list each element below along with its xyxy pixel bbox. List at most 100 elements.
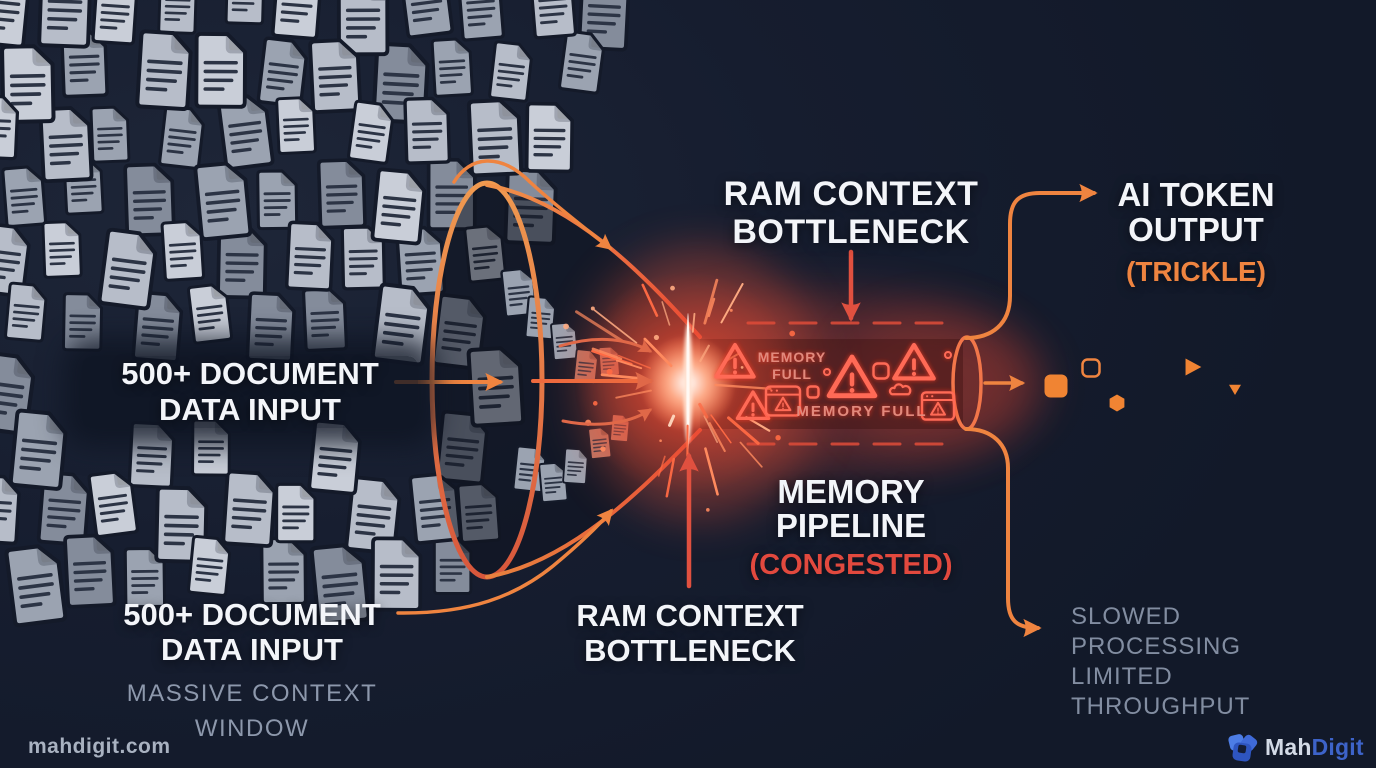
document-icon bbox=[370, 167, 428, 246]
watermark-url: mahdigit.com bbox=[28, 735, 171, 758]
warning-triangle-icon bbox=[892, 342, 936, 381]
document-icon bbox=[186, 534, 233, 598]
cloud-icon bbox=[888, 383, 912, 396]
document-icon bbox=[127, 420, 177, 490]
ram-bottleneck-top-line2: BOTTLENECK bbox=[732, 213, 970, 251]
ai-token-output-line1: AI TOKEN bbox=[1117, 176, 1275, 213]
ram-bottleneck-label-top: RAM CONTEXT BOTTLENECK bbox=[691, 175, 1011, 251]
circle-outline-icon bbox=[944, 351, 952, 359]
document-icon bbox=[245, 291, 297, 364]
memory-pipeline-line1: MEMORY bbox=[777, 473, 925, 510]
document-icon bbox=[562, 447, 590, 486]
document-icon bbox=[193, 159, 253, 242]
document-icon bbox=[307, 418, 364, 496]
document-icon bbox=[316, 157, 367, 230]
document-icon bbox=[135, 29, 194, 112]
document-icon bbox=[270, 0, 324, 41]
ram-bottleneck-label-bottom: RAM CONTEXT BOTTLENECK bbox=[530, 598, 850, 668]
token-triangle-down-icon bbox=[1229, 384, 1241, 395]
document-icon bbox=[308, 37, 363, 115]
document-icon bbox=[456, 0, 506, 42]
document-icon bbox=[256, 169, 299, 231]
memory-full-text: MEMORY bbox=[758, 349, 826, 365]
document-icon bbox=[89, 105, 131, 164]
memory-full-text: MEMORY FULL bbox=[796, 403, 927, 420]
doc-flow-arrow-lower bbox=[561, 408, 653, 426]
square-outline-icon bbox=[872, 362, 890, 380]
token-triangle-right-icon bbox=[1185, 358, 1202, 376]
spark-explosion bbox=[563, 271, 800, 512]
logo-text-mah: Mah bbox=[1265, 733, 1312, 760]
document-icon bbox=[430, 36, 475, 98]
input-label-bottom-line1: 500+ DOCUMENT bbox=[123, 597, 381, 632]
document-icon bbox=[157, 0, 198, 35]
document-icon bbox=[224, 0, 266, 26]
document-icon bbox=[275, 95, 318, 156]
document-icon bbox=[6, 544, 66, 626]
document-icon bbox=[398, 0, 455, 40]
document-icon bbox=[221, 469, 278, 549]
brand-logo: MahDigit bbox=[1226, 730, 1364, 764]
document-icon bbox=[259, 536, 308, 606]
limited-throughput-line2: LIMITED THROUGHPUT bbox=[1071, 663, 1251, 720]
memory-pipeline-label: MEMORY PIPELINE (CONGESTED) bbox=[701, 475, 1001, 582]
document-icon bbox=[0, 0, 32, 49]
document-icon bbox=[370, 282, 434, 367]
memory-pipeline-line2: PIPELINE bbox=[775, 507, 927, 544]
token-hexagon-filled-icon bbox=[1109, 394, 1125, 412]
document-icon bbox=[528, 0, 578, 40]
input-label-top-line2: DATA INPUT bbox=[159, 392, 341, 427]
token-square-outline-icon bbox=[1081, 358, 1101, 378]
document-icon bbox=[37, 0, 93, 49]
document-icon bbox=[284, 220, 336, 292]
document-icon bbox=[275, 482, 317, 544]
document-icon bbox=[41, 219, 83, 279]
ai-token-output-line2: OUTPUT bbox=[1128, 211, 1264, 248]
warning-triangle-icon bbox=[714, 343, 756, 379]
flow-arrows bbox=[394, 159, 1026, 615]
input-label-bottom-line2: DATA INPUT bbox=[161, 632, 343, 667]
ram-bottleneck-top-line1: RAM CONTEXT bbox=[723, 175, 979, 213]
browser-window-icon bbox=[764, 385, 802, 417]
curved-arrow-top bbox=[452, 159, 613, 251]
curved-arrow-bottom bbox=[396, 508, 614, 615]
memory-full-text: FULL bbox=[772, 366, 812, 382]
logo-text: MahDigit bbox=[1265, 734, 1364, 761]
document-icon bbox=[256, 36, 310, 109]
pipe-out-top bbox=[964, 183, 1098, 340]
massive-context-window-subtitle: MASSIVE CONTEXT WINDOW bbox=[126, 680, 378, 742]
document-icon bbox=[403, 96, 452, 165]
doc-flow-arrow-upper bbox=[558, 337, 653, 353]
document-icon bbox=[3, 281, 49, 343]
trickle-subtitle: (TRICKLE) bbox=[1126, 256, 1266, 287]
document-icon bbox=[1, 164, 48, 229]
document-icon bbox=[61, 292, 104, 352]
token-output-shapes bbox=[1044, 358, 1241, 412]
input-label-bottom: 500+ DOCUMENT DATA INPUT MASSIVE CONTEXT… bbox=[80, 597, 424, 746]
warning-triangle-icon bbox=[735, 390, 771, 421]
document-icon bbox=[91, 0, 139, 46]
document-icon bbox=[97, 227, 160, 311]
ai-token-output-label: AI TOKEN OUTPUT (TRICKLE) bbox=[1076, 177, 1316, 289]
ram-bottleneck-bottom-line2: BOTTLENECK bbox=[584, 633, 796, 668]
ram-bottleneck-bottom-line1: RAM CONTEXT bbox=[576, 598, 804, 633]
document-icon bbox=[301, 286, 349, 353]
mahdigit-logo-icon bbox=[1228, 734, 1258, 762]
pipe-out-bottom bbox=[964, 427, 1042, 638]
circle-outline-icon bbox=[823, 368, 831, 376]
slowed-processing-line1: SLOWED PROCESSING bbox=[1071, 603, 1242, 660]
document-icon bbox=[157, 104, 207, 171]
document-icon bbox=[191, 418, 231, 477]
input-label-top: 500+ DOCUMENT DATA INPUT bbox=[82, 356, 418, 428]
browser-window-icon bbox=[920, 391, 956, 421]
document-icon bbox=[524, 101, 575, 174]
slowed-processing-label: SLOWED PROCESSING LIMITED THROUGHPUT bbox=[1071, 602, 1351, 722]
token-square-filled-icon bbox=[1044, 374, 1068, 398]
document-icon bbox=[487, 40, 535, 104]
document-icon bbox=[160, 219, 206, 283]
input-label-top-line1: 500+ DOCUMENT bbox=[121, 356, 379, 391]
document-icon bbox=[8, 408, 70, 492]
